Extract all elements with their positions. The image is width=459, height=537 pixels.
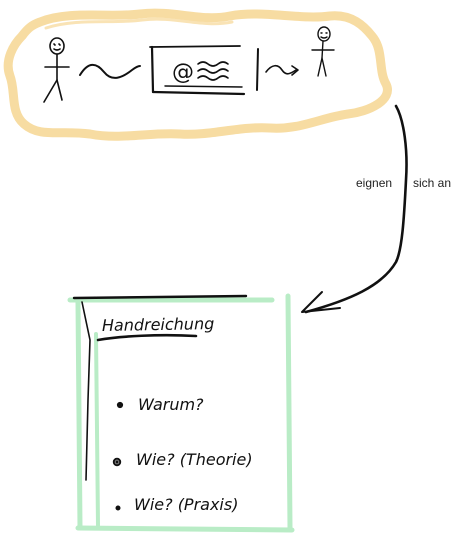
bullet-dot	[112, 457, 122, 467]
card-frame	[67, 293, 295, 533]
squiggle-connector-left	[79, 63, 141, 79]
card-pen-strokes	[72, 294, 248, 481]
list-item-how-practice: Wie? (Praxis)	[134, 495, 238, 514]
highlight-cloud	[3, 8, 392, 141]
card-title: Handreichung	[102, 314, 215, 335]
person-left-icon	[43, 37, 70, 103]
svg-text:@: @	[172, 60, 194, 85]
list-item-how-theory: Wie? (Theorie)	[136, 450, 253, 469]
curved-arrow	[301, 104, 408, 314]
card-bullets	[112, 401, 124, 511]
arrow-label-left: eignen	[356, 176, 393, 190]
squiggle-arrow-right	[265, 64, 299, 76]
mail-document-icon: @	[149, 45, 259, 96]
list-item-why: Warum?	[138, 395, 204, 414]
person-right-icon	[311, 26, 335, 77]
bullet-dot	[116, 401, 124, 409]
arrow-label-right: sich an	[413, 176, 452, 190]
bullet-dot	[115, 505, 121, 511]
bullet-dot	[115, 460, 119, 464]
